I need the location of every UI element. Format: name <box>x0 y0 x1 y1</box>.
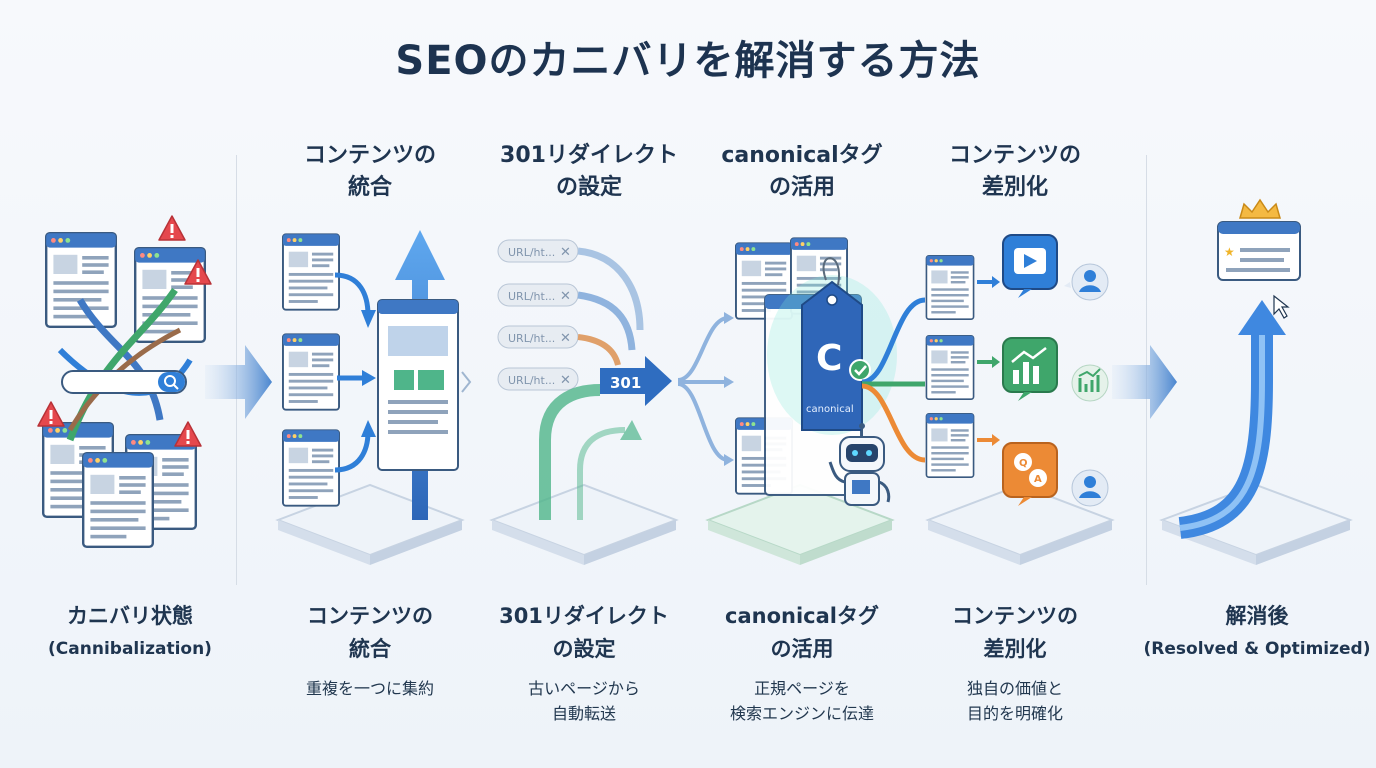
differentiate-illustration: Q A <box>861 234 1115 565</box>
svg-text:Q: Q <box>1019 458 1028 469</box>
top-label-redirect: 301リダイレクト の設定 <box>479 140 699 204</box>
top-label-canonical-line2: の活用 <box>768 175 835 200</box>
bottom-label-redirect: 301リダイレクト の設定 <box>469 600 699 666</box>
canonical-letter: C <box>816 338 842 379</box>
check-icon <box>849 359 871 381</box>
top-label-differentiate-line1: コンテンツの <box>948 143 1081 168</box>
user-icon-2 <box>1071 469 1109 507</box>
top-label-merge-line2: 統合 <box>347 175 392 200</box>
redirect-code: 301 <box>610 374 641 392</box>
top-label-differentiate-line2: 差別化 <box>981 175 1048 200</box>
video-icon <box>1002 234 1058 298</box>
desc-canonical-line1: 正規ページを <box>754 679 850 698</box>
bottom-label-redirect-line2: の設定 <box>552 637 616 661</box>
bottom-label-canonical-line1: canonicalタグ <box>725 604 879 628</box>
bottom-label-differentiate-line2: 差別化 <box>983 637 1047 661</box>
top-label-merge: コンテンツの 統合 <box>265 140 475 204</box>
bottom-label-before-line1: カニバリ状態 <box>67 604 193 628</box>
chart-icon <box>1002 337 1058 401</box>
search-icon <box>164 375 176 387</box>
desc-differentiate-line2: 目的を明確化 <box>966 704 1063 723</box>
url-chip-4: URL/ht... ✕ <box>497 367 579 391</box>
bottom-label-differentiate-line1: コンテンツの <box>952 604 1078 628</box>
svg-text:✕: ✕ <box>560 289 571 304</box>
bottom-label-merge: コンテンツの 統合 <box>255 600 485 666</box>
svg-text:✕: ✕ <box>560 331 571 346</box>
arrow-right-icon-1 <box>205 345 272 419</box>
bottom-label-canonical-line2: の活用 <box>770 637 834 661</box>
svg-text:✕: ✕ <box>560 245 571 260</box>
user-icon-1 <box>1064 263 1109 301</box>
cannibalization-illustration <box>37 215 212 549</box>
desc-redirect-line1: 古いページから <box>528 679 640 698</box>
url-chip-3: URL/ht... ✕ <box>497 325 579 349</box>
qa-icon: Q A <box>1002 442 1058 506</box>
bottom-label-before: カニバリ状態 (Cannibalization) <box>15 600 245 666</box>
canonical-illustration: C canonical <box>705 237 897 565</box>
chart-mini-icon <box>1071 364 1109 402</box>
arrow-right-icon-2 <box>1112 345 1177 419</box>
top-label-merge-line1: コンテンツの <box>303 143 436 168</box>
canonical-tag-text: canonical <box>806 404 854 415</box>
crown-icon <box>1239 198 1281 219</box>
bottom-label-redirect-line1: 301リダイレクト <box>499 604 669 628</box>
svg-text:URL/ht...: URL/ht... <box>508 332 555 345</box>
merge-illustration <box>275 230 465 565</box>
top-label-canonical-line1: canonicalタグ <box>721 143 883 168</box>
desc-redirect-line2: 自動転送 <box>551 704 616 723</box>
svg-text:A: A <box>1034 474 1042 485</box>
warning-icon-1 <box>158 215 186 241</box>
warning-icon-3 <box>37 401 65 427</box>
top-label-canonical: canonicalタグ の活用 <box>692 140 912 204</box>
bottom-label-merge-line2: 統合 <box>349 637 391 661</box>
cursor-icon <box>1273 294 1290 319</box>
bottom-label-canonical: canonicalタグ の活用 <box>687 600 917 666</box>
desc-canonical-line2: 検索エンジンに伝達 <box>729 704 874 723</box>
desc-differentiate-line1: 独自の価値と <box>966 679 1063 698</box>
svg-text:URL/ht...: URL/ht... <box>508 374 555 387</box>
bottom-label-differentiate: コンテンツの 差別化 <box>900 600 1130 666</box>
page-title: SEOのカニバリを解消する方法 <box>395 38 981 84</box>
top-label-differentiate: コンテンツの 差別化 <box>910 140 1120 204</box>
top-label-redirect-line1: 301リダイレクト <box>500 143 678 168</box>
bottom-label-before-line2: (Cannibalization) <box>48 639 212 659</box>
svg-text:✕: ✕ <box>560 373 571 388</box>
bottom-label-merge-line1: コンテンツの <box>307 604 433 628</box>
svg-text:URL/ht...: URL/ht... <box>508 290 555 303</box>
bottom-label-after-line1: 解消後 <box>1225 604 1289 628</box>
desc-merge-line1: 重複を一つに集約 <box>305 679 434 698</box>
desc-differentiate: 独自の価値と 目的を明確化 <box>900 676 1130 726</box>
star-icon: ★ <box>1224 245 1235 259</box>
top-label-redirect-line2: の設定 <box>555 175 622 200</box>
redirect-illustration: URL/ht... ✕ URL/ht... ✕ URL/ht... ✕ URL/ht.… <box>489 239 679 565</box>
desc-canonical: 正規ページを 検索エンジンに伝達 <box>687 676 917 726</box>
url-chip-1: URL/ht... ✕ <box>497 239 579 263</box>
robot-icon <box>828 423 891 506</box>
desc-merge: 重複を一つに集約 <box>255 676 485 701</box>
desc-redirect: 古いページから 自動転送 <box>469 676 699 726</box>
canonical-spread-arrows <box>677 312 734 466</box>
bottom-label-after: 解消後 (Resolved & Optimized) <box>1142 600 1372 666</box>
bottom-label-after-line2: (Resolved & Optimized) <box>1143 639 1371 659</box>
url-chip-2: URL/ht... ✕ <box>497 283 579 307</box>
resolved-illustration: ★ <box>1159 198 1353 565</box>
svg-text:URL/ht...: URL/ht... <box>508 246 555 259</box>
